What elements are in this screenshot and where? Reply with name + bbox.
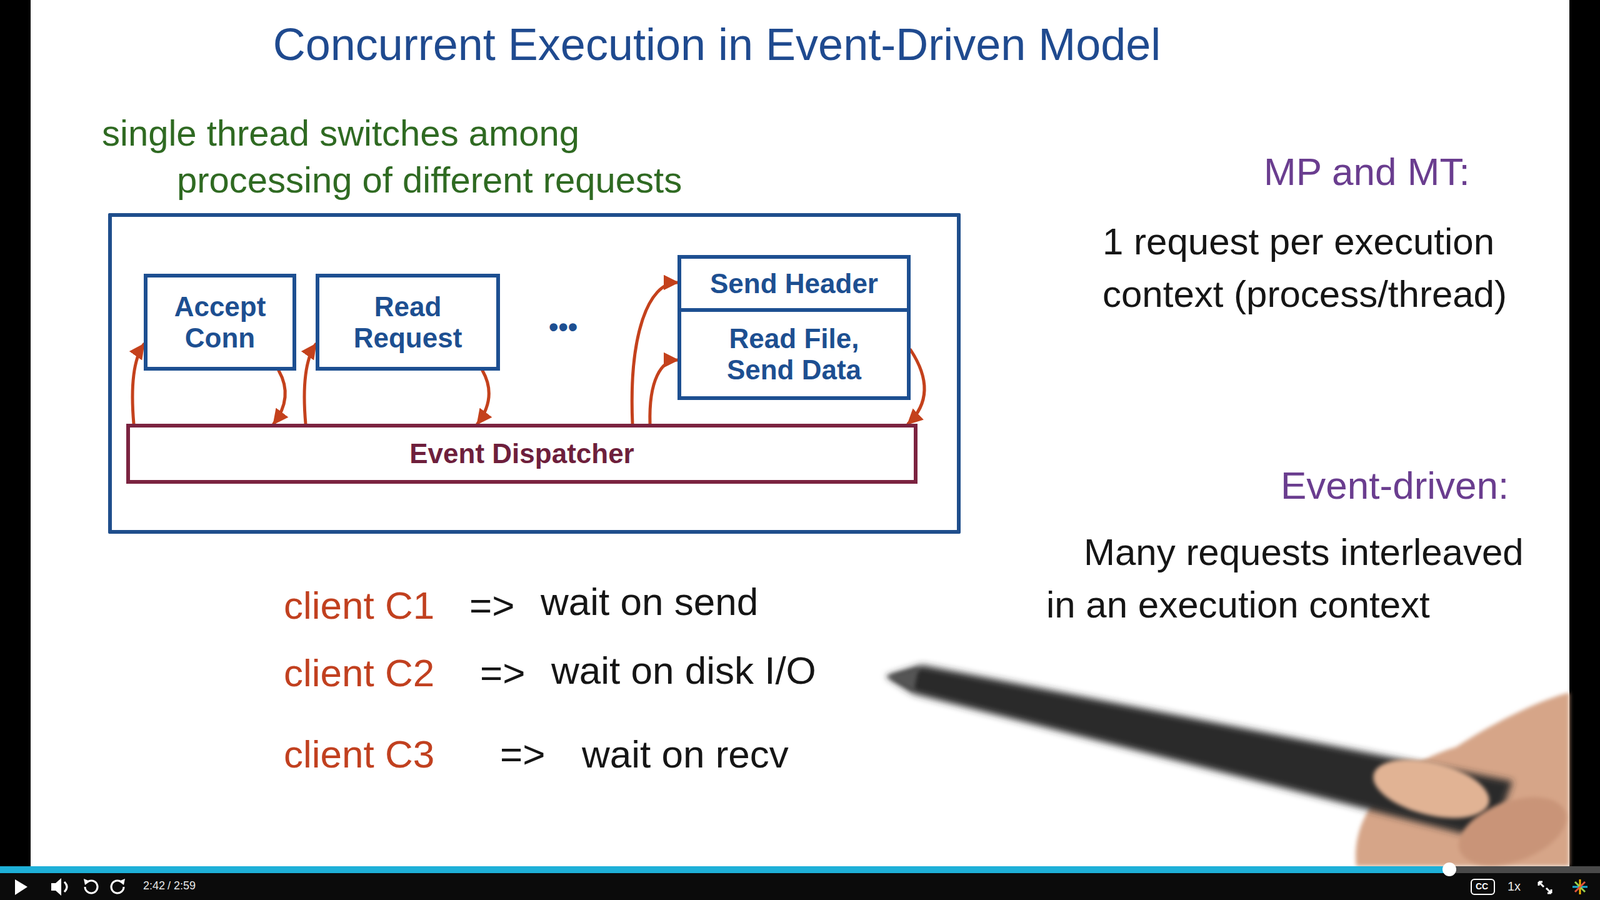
pen-tip xyxy=(886,667,919,692)
progress-track xyxy=(0,866,1600,874)
wait-note: wait on disk I/O xyxy=(551,647,817,694)
progress-knob xyxy=(1442,862,1457,877)
rewind-icon xyxy=(83,878,90,885)
forward-icon xyxy=(118,878,125,885)
arrow-symbol: => xyxy=(469,582,515,629)
handler-box: Read Request xyxy=(315,273,500,371)
captions-text: CC xyxy=(1475,881,1489,892)
speed-text: 1x xyxy=(1507,878,1521,894)
logo-icon xyxy=(1572,879,1588,895)
ellipsis: ••• xyxy=(548,310,578,344)
captions-icon xyxy=(1471,879,1495,895)
flow-arrow xyxy=(273,370,285,424)
dispatcher-text: Event Dispatcher xyxy=(409,438,634,469)
arrow-symbol: => xyxy=(500,731,545,778)
flow-arrow xyxy=(477,370,489,424)
title-text: Concurrent Execution in Event-Driven Mod… xyxy=(229,17,1205,72)
note-heading: single thread switches among processing … xyxy=(101,109,727,204)
box-text: Send Header xyxy=(710,268,879,299)
flow-arrow xyxy=(304,344,316,424)
progress-fill xyxy=(0,866,1450,874)
side-heading: Event-driven: xyxy=(1280,462,1509,509)
box-header: Send Header xyxy=(681,258,907,312)
side-note: Many requests interleaved in an executio… xyxy=(1046,526,1547,632)
client-name: client C1 xyxy=(283,582,435,629)
server-boundary: single thread switches among processing … xyxy=(108,213,961,534)
side-heading: MP and MT: xyxy=(1263,148,1470,195)
volume-icon xyxy=(51,878,62,896)
flow-arrow xyxy=(650,360,678,424)
client-name: client C3 xyxy=(283,731,435,778)
flow-arrow xyxy=(132,344,144,424)
handler-box: Send HeaderRead File, Send Data xyxy=(677,255,911,400)
arrow-symbol: => xyxy=(480,650,525,697)
control-bar xyxy=(0,866,1600,900)
pen-body xyxy=(886,665,1513,841)
time-current: 2:42 xyxy=(143,879,165,894)
time-total: / 2:59 xyxy=(167,879,196,894)
event-dispatcher: Event Dispatcher xyxy=(126,423,918,484)
fullscreen-icon xyxy=(1538,881,1552,894)
wait-note: wait on send xyxy=(540,578,759,625)
client-name: client C2 xyxy=(283,650,435,697)
wait-note: wait on recv xyxy=(581,731,789,778)
finger xyxy=(1367,748,1496,829)
side-note: 1 request per execution context (process… xyxy=(1102,215,1569,321)
box-text: Read File, Send Data xyxy=(700,323,889,385)
box-body: Read File, Send Data xyxy=(681,311,907,397)
volume-wave xyxy=(64,881,67,892)
handler-box: Accept Conn xyxy=(143,273,297,371)
play-icon xyxy=(15,879,28,895)
finger xyxy=(1449,783,1576,879)
box-text: Read Request xyxy=(338,291,478,354)
box-text: Accept Conn xyxy=(166,291,274,354)
flow-arrow xyxy=(631,282,678,424)
